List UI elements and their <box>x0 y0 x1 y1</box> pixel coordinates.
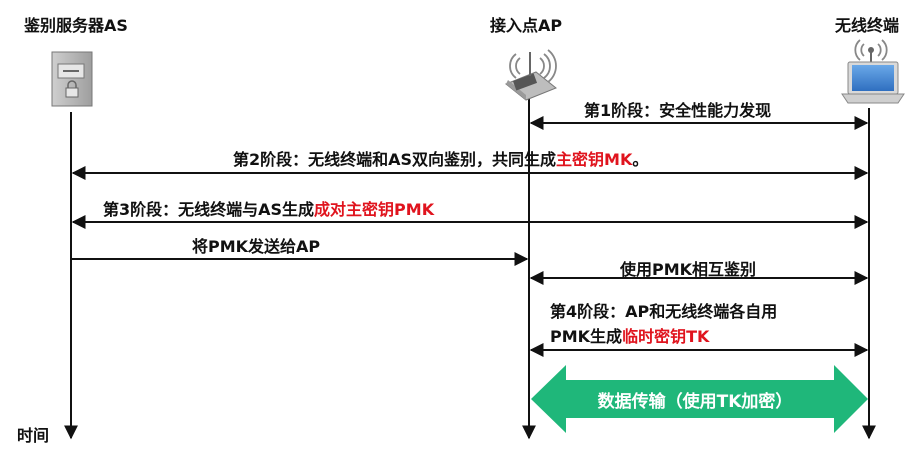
data-transfer-label: 数据传输（使用TK加密） <box>597 392 793 412</box>
phase4-line1: 第4阶段：AP和无线终端各自用 <box>550 302 778 321</box>
phase1-label: 第1阶段：安全性能力发现 <box>584 101 772 120</box>
tk-highlight: 临时密钥TK <box>622 327 710 346</box>
phase3-prefix: 第3阶段：无线终端与AS生成 <box>103 200 315 219</box>
phase2-suffix: 。 <box>632 150 649 169</box>
entity-as-label: 鉴别服务器AS <box>24 16 128 35</box>
pmk-highlight: 成对主密钥PMK <box>314 200 435 219</box>
time-axis-label: 时间 <box>17 426 50 445</box>
phase2-prefix: 第2阶段：无线终端和AS双向鉴别，共同生成 <box>233 150 557 169</box>
access-point-icon <box>505 49 557 101</box>
entity-terminal-label: 无线终端 <box>835 16 900 35</box>
master-key-highlight: 主密钥MK <box>556 150 633 169</box>
phase4-line2-prefix: PMK生成 <box>550 327 623 346</box>
phase2-label: 第2阶段：无线终端和AS双向鉴别，共同生成主密钥MK。 <box>233 146 648 170</box>
server-icon <box>51 51 93 107</box>
send-pmk-label: 将PMK发送给AP <box>192 237 321 256</box>
entity-ap-label: 接入点AP <box>490 16 563 35</box>
phase4-line2: PMK生成临时密钥TK <box>550 324 777 349</box>
phase4-label: 第4阶段：AP和无线终端各自用 PMK生成临时密钥TK <box>550 299 777 349</box>
mutual-auth-label: 使用PMK相互鉴别 <box>620 260 757 279</box>
phase3-label: 第3阶段：无线终端与AS生成成对主密钥PMK <box>103 196 434 220</box>
data-transfer-banner <box>531 365 868 433</box>
laptop-icon <box>841 39 905 104</box>
